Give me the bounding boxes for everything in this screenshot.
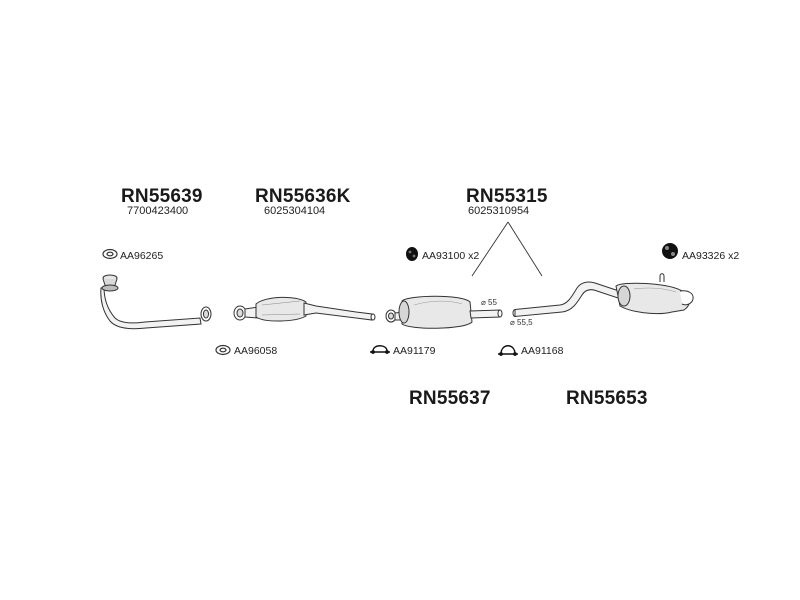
- accessory-label-aa96058: AA96058: [234, 345, 278, 357]
- rubber-hanger-icon-aa93100: [406, 247, 418, 261]
- oem-number-6025310954: 6025310954: [468, 205, 530, 217]
- accessory-label-aa93100: AA93100 x2: [422, 250, 480, 262]
- diameter-label-rear-inlet: ⌀ 55,5: [510, 318, 533, 327]
- oem-number-6025304104: 6025304104: [264, 205, 326, 217]
- part-ref-rn55315: RN55315: [466, 186, 548, 207]
- accessory-label-aa96265: AA96265: [120, 250, 164, 262]
- clamp-icon-aa91179: [370, 345, 390, 354]
- diameter-label-mid-outlet: ⌀ 55: [481, 298, 497, 307]
- gasket-icon-aa96058: [215, 344, 231, 356]
- part-ref-rn55637: RN55637: [409, 388, 491, 409]
- clamp-icon-aa91168: [498, 345, 518, 356]
- part-ref-rn55639: RN55639: [121, 186, 203, 207]
- rear-silencer-drawing: [512, 273, 694, 318]
- front-pipe-drawing: [100, 274, 212, 330]
- part-ref-rn55636k: RN55636K: [255, 186, 351, 207]
- accessory-label-aa91179: AA91179: [393, 345, 436, 357]
- leader-lines-rn55315: [471, 221, 543, 277]
- catalytic-converter-drawing: [233, 296, 376, 322]
- accessory-label-aa93326: AA93326 x2: [682, 250, 740, 262]
- part-ref-rn55653: RN55653: [566, 388, 648, 409]
- middle-silencer-drawing: [385, 295, 503, 329]
- rubber-hanger-icon-aa93326: [662, 243, 678, 259]
- gasket-icon-aa96265: [102, 248, 118, 260]
- accessory-label-aa91168: AA91168: [521, 345, 564, 357]
- oem-number-7700423400: 7700423400: [127, 205, 189, 217]
